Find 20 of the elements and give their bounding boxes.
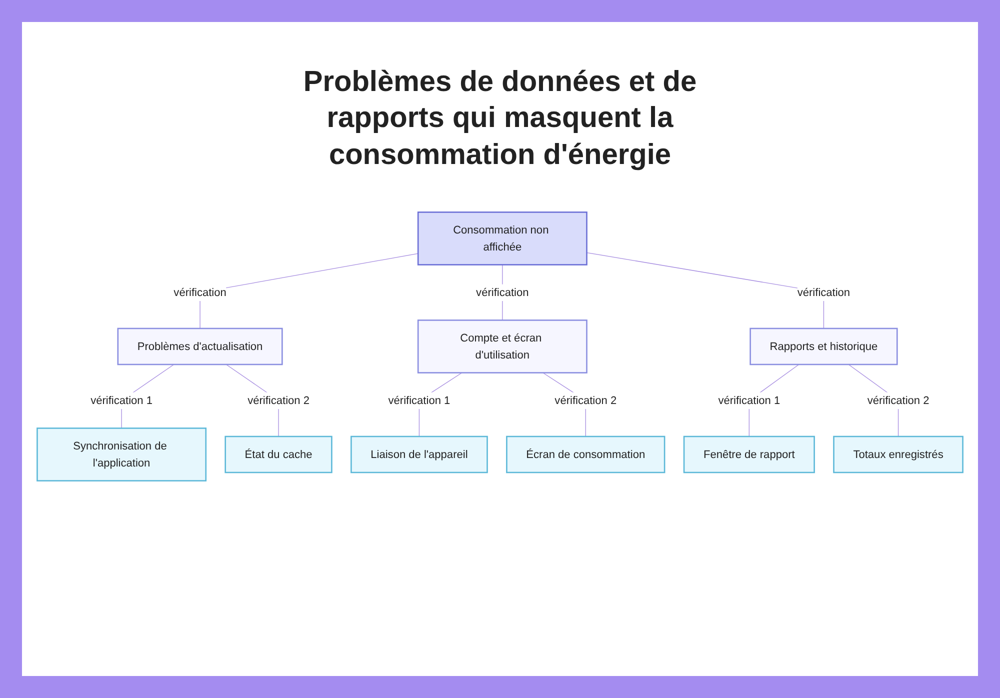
node-box: Totaux enregistrés — [833, 436, 964, 474]
edge-label: vérification 2 — [248, 394, 310, 406]
node-box: Écran de consommation — [506, 436, 666, 474]
edge-label: vérification — [174, 286, 226, 298]
edge-label: vérification 2 — [867, 394, 930, 406]
edge-label: vérification 1 — [90, 394, 152, 406]
node-box: Fenêtre de rapport — [683, 436, 815, 474]
node-box: Synchronisation de l'application — [36, 428, 207, 482]
node-box: Liaison de l'appareil — [350, 436, 488, 474]
node-box: Compte et écran d'utilisation — [417, 320, 588, 374]
diagram-title: Problèmes de données et de rapports qui masquent la consommation d'énergie — [302, 65, 698, 172]
node-box: Problèmes d'actualisation — [117, 328, 283, 366]
node-box: Consommation non affichée — [417, 212, 588, 266]
node-box: État du cache — [224, 436, 332, 474]
node-box: Rapports et historique — [750, 328, 898, 366]
edge-label: vérification — [797, 286, 850, 298]
edge-label: vérification — [476, 286, 529, 298]
edge-label: vérification 2 — [554, 394, 617, 406]
edge-label: vérification 1 — [388, 394, 450, 406]
edge-label: vérification 1 — [718, 394, 780, 406]
